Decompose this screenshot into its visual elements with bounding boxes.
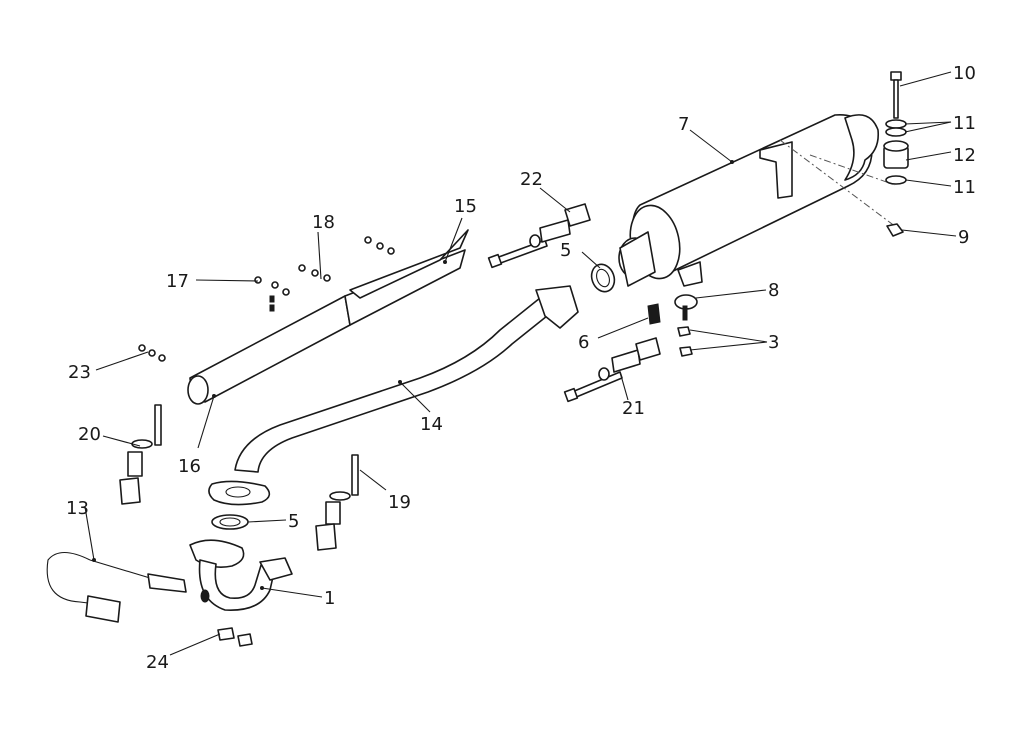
- spring-bolt-upper: [487, 203, 591, 269]
- leader-lines: [84, 71, 957, 656]
- spring-assembly-left: [119, 404, 162, 505]
- gasket-ring-lower: [211, 514, 249, 530]
- callout-3: 3: [768, 332, 779, 353]
- spring-assembly-right: [315, 454, 359, 551]
- callout-labels: 1 3 5 5 6 7 8 9 10 11 11 12 13 14 15 16 …: [66, 63, 976, 673]
- callout-24: 24: [146, 652, 169, 673]
- clip-a: [217, 627, 235, 641]
- washer-upper: [885, 119, 907, 129]
- callout-18: 18: [312, 212, 335, 233]
- callout-20: 20: [78, 424, 101, 445]
- rubber-bumper: [674, 294, 698, 321]
- callout-17: 17: [166, 271, 189, 292]
- mount-axis-line-2: [809, 154, 896, 186]
- callout-5-upper: 5: [560, 240, 571, 261]
- washer-upper-2: [885, 127, 907, 137]
- clip-b: [237, 633, 253, 647]
- callout-19: 19: [388, 492, 411, 513]
- callout-9: 9: [958, 227, 969, 248]
- nut: [886, 223, 904, 237]
- heat-shield: [187, 229, 469, 405]
- mount-bolt: [890, 71, 902, 119]
- callout-8: 8: [768, 280, 779, 301]
- callout-5-lower: 5: [288, 511, 299, 532]
- leader-dots: [92, 160, 734, 590]
- nut-3b: [679, 346, 693, 357]
- callout-23: 23: [68, 362, 91, 383]
- muffler: [618, 114, 880, 287]
- callout-22: 22: [520, 169, 543, 190]
- exhaust-pipe: [208, 285, 579, 506]
- gasket-ring-upper: [590, 263, 616, 293]
- callout-11-lower: 11: [953, 177, 976, 198]
- callout-16: 16: [178, 456, 201, 477]
- callout-7: 7: [678, 114, 689, 135]
- callout-6: 6: [578, 332, 589, 353]
- callout-15: 15: [454, 196, 477, 217]
- head-pipe: [189, 539, 293, 611]
- callout-1: 1: [324, 588, 335, 609]
- washer-lower: [885, 175, 907, 185]
- oxygen-sensor: [46, 551, 187, 623]
- mount-axis-line: [779, 139, 901, 231]
- callout-11-upper: 11: [953, 113, 976, 134]
- callout-21: 21: [622, 398, 645, 419]
- callout-14: 14: [420, 414, 443, 435]
- spring-clip: [647, 303, 661, 325]
- callout-12: 12: [953, 145, 976, 166]
- rubber-grommet: [883, 140, 909, 169]
- nut-3a: [677, 326, 691, 337]
- callout-13: 13: [66, 498, 89, 519]
- spring-bolt-lower: [563, 337, 661, 403]
- callout-10: 10: [953, 63, 976, 84]
